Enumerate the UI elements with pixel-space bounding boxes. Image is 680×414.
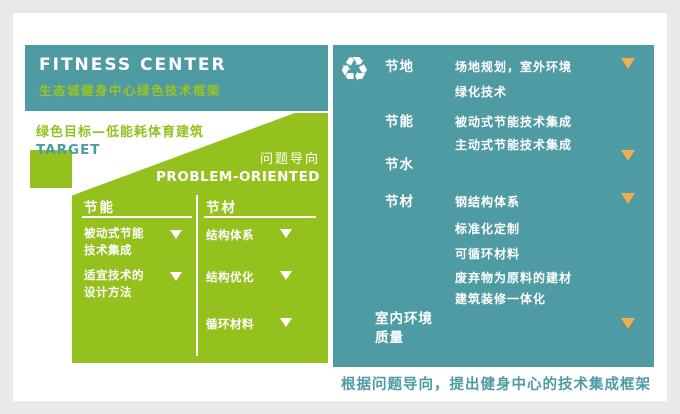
category-water-saving: 节水 — [385, 157, 414, 173]
caption: 根据问题导向，提出健身中心的技术集成框架 — [341, 377, 651, 393]
problem-label-en: PROBLEM-ORIENTED — [156, 169, 320, 185]
header-underline — [82, 216, 192, 218]
tech-item: 主动式节能技术集成 — [455, 138, 573, 152]
category-material-saving: 节材 — [385, 194, 414, 210]
green-accent-square — [30, 150, 72, 188]
page-subtitle: 生态城健身中心绿色技术框架 — [39, 83, 222, 98]
left-col-item: 结构体系 — [206, 228, 254, 242]
tech-panel — [333, 45, 654, 367]
tech-item: 绿化技术 — [455, 85, 508, 99]
recycle-icon: ♻ — [339, 50, 370, 90]
down-arrow-icon — [170, 272, 182, 281]
tech-item: 废弃物为原料的建材 — [455, 271, 573, 285]
left-col-header-energy: 节能 — [84, 200, 115, 216]
category-indoor-environment: 室内环境 质量 — [375, 311, 433, 346]
problem-label-zh: 问题导向 — [259, 152, 320, 167]
yellow-down-arrow-icon — [621, 193, 635, 204]
left-col-item: 循环材料 — [206, 317, 254, 331]
tech-item: 场地规划，室外环境 — [455, 60, 573, 74]
tech-item: 建筑装修一体化 — [455, 292, 547, 306]
yellow-down-arrow-icon — [621, 318, 635, 329]
problem-block: 问题导向 PROBLEM-ORIENTED — [156, 148, 320, 185]
yellow-down-arrow-icon — [621, 150, 635, 161]
category-land-saving: 节地 — [385, 59, 414, 75]
header-underline — [204, 216, 316, 218]
category-energy-saving: 节能 — [385, 114, 414, 130]
header-block: FITNESS CENTER 生态城健身中心绿色技术框架 — [25, 45, 328, 111]
left-col-item: 结构优化 — [206, 270, 254, 284]
target-label-zh: 绿色目标—低能耗体育建筑 — [36, 125, 205, 140]
left-col-item: 被动式节能 技术集成 — [84, 226, 144, 258]
down-arrow-icon — [280, 229, 292, 238]
target-block: 绿色目标—低能耗体育建筑 TARGET — [36, 121, 204, 158]
left-col-item: 适宜技术的 设计方法 — [84, 268, 144, 300]
left-col-header-material: 节材 — [206, 200, 237, 216]
target-label-en: TARGET — [36, 142, 101, 158]
down-arrow-icon — [170, 230, 182, 239]
tech-item: 钢结构体系 — [455, 195, 521, 209]
tech-item: 被动式节能技术集成 — [455, 115, 573, 129]
yellow-down-arrow-icon — [621, 58, 635, 69]
tech-item: 可循环材料 — [455, 247, 521, 261]
column-divider — [196, 195, 198, 356]
tech-item: 标准化定制 — [455, 222, 521, 236]
page-title: FITNESS CENTER — [39, 55, 227, 75]
down-arrow-icon — [280, 318, 292, 327]
down-arrow-icon — [280, 271, 292, 280]
